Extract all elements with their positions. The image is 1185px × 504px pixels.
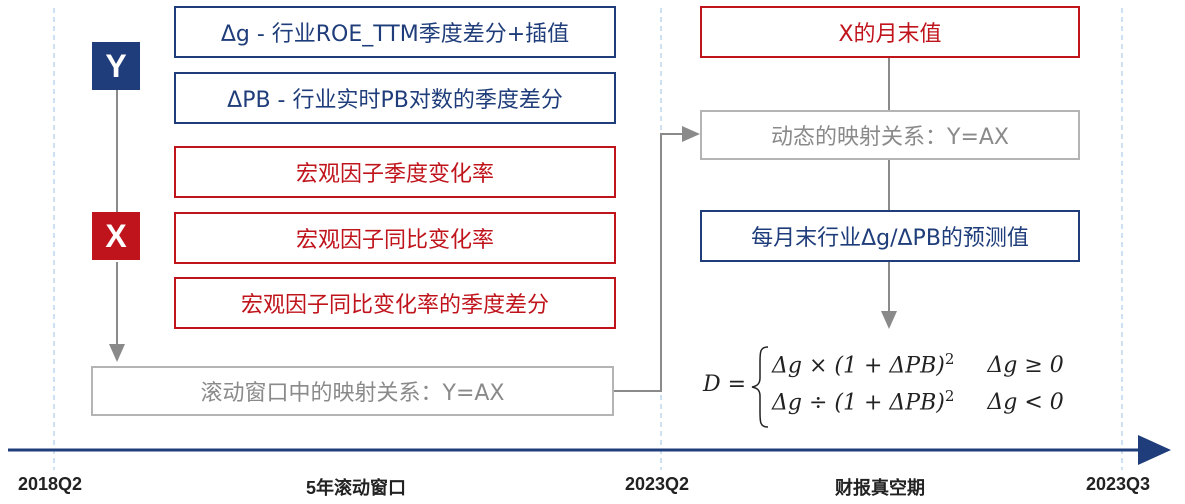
y-box-delta-g: Δg - 行业ROE_TTM季度差分+插值 (174, 6, 616, 58)
formula-lhs: D = (703, 372, 747, 397)
formula-row1-exp: 2 (944, 350, 955, 368)
timeline-label-2023q2: 2023Q2 (625, 474, 690, 494)
formula-row2-exp: 2 (944, 387, 955, 405)
timeline-label-vacuum: 财报真空期 (835, 478, 925, 498)
y-box-delta-pb: ΔPB - 行业实时PB对数的季度差分 (174, 72, 616, 124)
formula-row-1: Δg × (1 + ΔPB)2 Δg ≥ 0 (772, 350, 1064, 378)
formula-row1-expr: Δg × (1 + ΔPB) (772, 353, 945, 379)
rolling-mapping-box: 滚动窗口中的映射关系：Y=AX (91, 366, 614, 416)
timeline-label-2023q3: 2023Q3 (1086, 474, 1151, 494)
timeline-label-rolling-window: 5年滚动窗口 (306, 478, 407, 498)
formula-row2-cond: Δg < 0 (987, 390, 1064, 416)
x-tag: X (92, 212, 140, 260)
formula-brace (751, 346, 769, 428)
formula-row1-cond: Δg ≥ 0 (987, 353, 1064, 379)
formula-row2-expr: Δg ÷ (1 + ΔPB) (772, 390, 945, 416)
x-box-yoy-quarterly-diff: 宏观因子同比变化率的季度差分 (174, 277, 616, 329)
x-box-quarterly-change: 宏观因子季度变化率 (174, 146, 616, 198)
prediction-box: 每月末行业Δg/ΔPB的预测值 (700, 210, 1080, 262)
formula-row-2: Δg ÷ (1 + ΔPB)2 Δg < 0 (772, 387, 1064, 415)
x-month-end-box: X的月末值 (700, 6, 1080, 58)
y-tag: Y (92, 42, 140, 90)
timeline-label-2018q2: 2018Q2 (18, 474, 83, 494)
x-box-yoy-change: 宏观因子同比变化率 (174, 212, 616, 264)
dynamic-mapping-box: 动态的映射关系：Y=AX (700, 110, 1080, 160)
